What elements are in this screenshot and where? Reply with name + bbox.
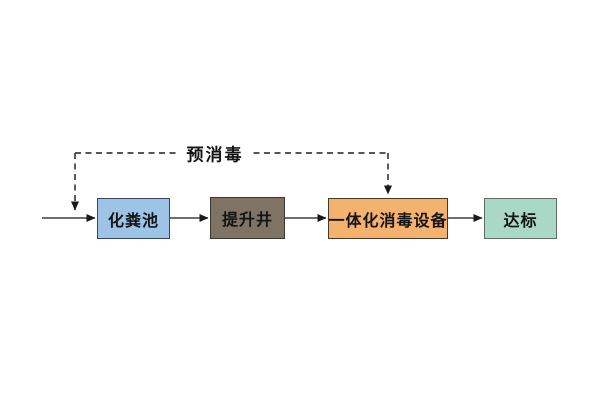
node-compliant-discharge: 达标 xyxy=(484,198,557,239)
node-lift-well-label: 提升井 xyxy=(221,212,273,229)
node-septic-tank: 化粪池 xyxy=(97,198,170,239)
pre-disinfection-label: 预消毒 xyxy=(177,140,253,166)
node-compliant-discharge-label: 达标 xyxy=(503,212,538,230)
node-septic-tank-label: 化粪池 xyxy=(107,212,159,230)
node-lift-well: 提升井 xyxy=(210,197,285,239)
node-integrated-disinfection-unit-label: 一体化消毒设备 xyxy=(328,212,448,230)
node-integrated-disinfection-unit: 一体化消毒设备 xyxy=(328,198,448,239)
